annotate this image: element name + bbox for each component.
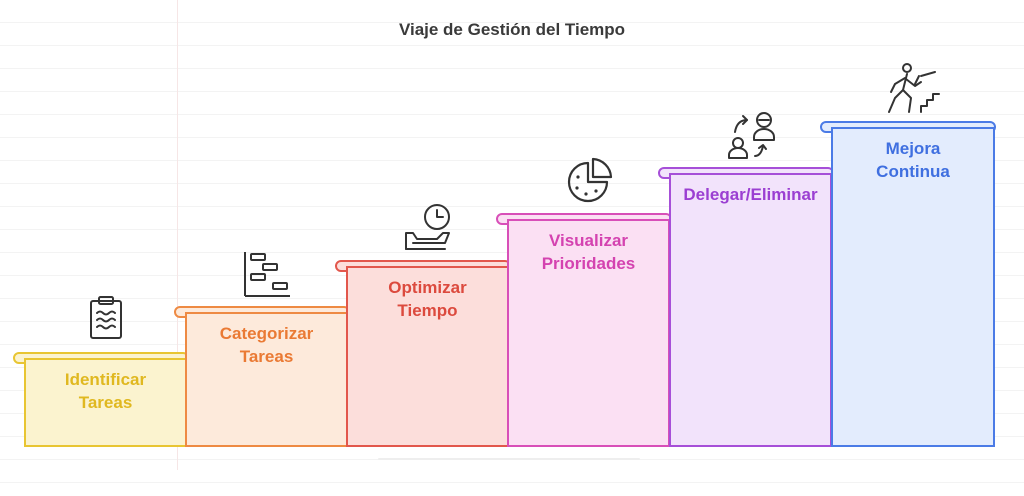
margin-line [177, 0, 178, 470]
clipboard-icon [90, 296, 122, 339]
step-5-block: Delegar/Eliminar [669, 173, 832, 447]
step-5-label: Delegar/Eliminar [683, 185, 818, 204]
climbing-stairs-icon [888, 63, 940, 113]
sort-icon [244, 252, 290, 297]
bottom-divider [378, 458, 640, 460]
diagram-title: Viaje de Gestión del Tiempo [398, 20, 626, 39]
pie-chart-icon [567, 157, 613, 203]
clock-icon [405, 204, 450, 250]
delegate-icon [728, 112, 775, 159]
